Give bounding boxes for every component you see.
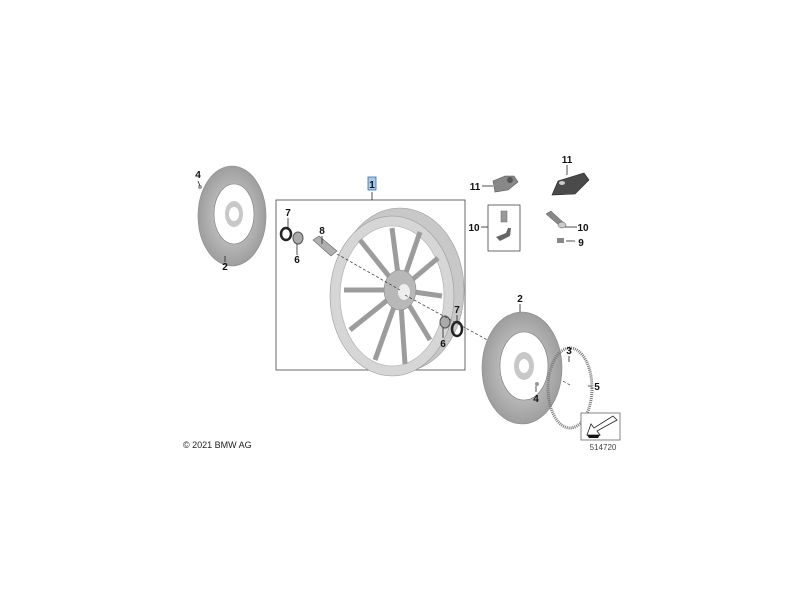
valve-stem [496, 228, 511, 241]
callout-7[interactable]: 7 [285, 208, 291, 219]
callout-10[interactable]: 10 [577, 223, 589, 234]
callout-8[interactable]: 8 [319, 226, 325, 237]
bolt-left [198, 185, 202, 189]
bolt-right [535, 382, 539, 386]
callout-11[interactable]: 11 [470, 182, 481, 193]
callout-11[interactable]: 11 [562, 155, 573, 166]
seal-right[interactable] [450, 320, 464, 338]
callout-5[interactable]: 5 [594, 382, 600, 393]
spacer-sleeve[interactable] [312, 235, 338, 257]
direction-arrow-box [580, 412, 621, 441]
callout-6[interactable]: 6 [294, 255, 300, 266]
callout-9[interactable]: 9 [578, 238, 584, 249]
abs-sensor-ring[interactable] [546, 346, 594, 430]
diagram-number: 514720 [590, 443, 617, 452]
callout-1[interactable]: 1 [369, 180, 375, 191]
sensor-bracket[interactable] [492, 175, 519, 193]
callout-10[interactable]: 10 [468, 223, 480, 234]
callout-4[interactable]: 4 [195, 170, 201, 181]
seal-left[interactable] [279, 226, 293, 242]
callout-6[interactable]: 6 [440, 339, 446, 350]
callout-3[interactable]: 3 [566, 346, 572, 357]
callout-2[interactable]: 2 [222, 262, 228, 273]
valve-cap [500, 210, 508, 223]
valve-nut[interactable] [557, 238, 564, 243]
callout-4[interactable]: 4 [533, 394, 539, 405]
cast-wheel[interactable] [329, 207, 465, 377]
callout-2[interactable]: 2 [517, 294, 523, 305]
callout-7[interactable]: 7 [454, 305, 460, 316]
arrow-icon [586, 415, 618, 436]
valve-kit-box [487, 204, 521, 252]
bearing-left[interactable] [292, 231, 304, 245]
copyright: © 2021 BMW AG [183, 440, 252, 450]
brake-disc-left[interactable] [197, 165, 267, 267]
callout-1-highlight [367, 176, 377, 191]
bearing-right[interactable] [439, 315, 451, 329]
sensor-cover[interactable] [551, 172, 590, 196]
